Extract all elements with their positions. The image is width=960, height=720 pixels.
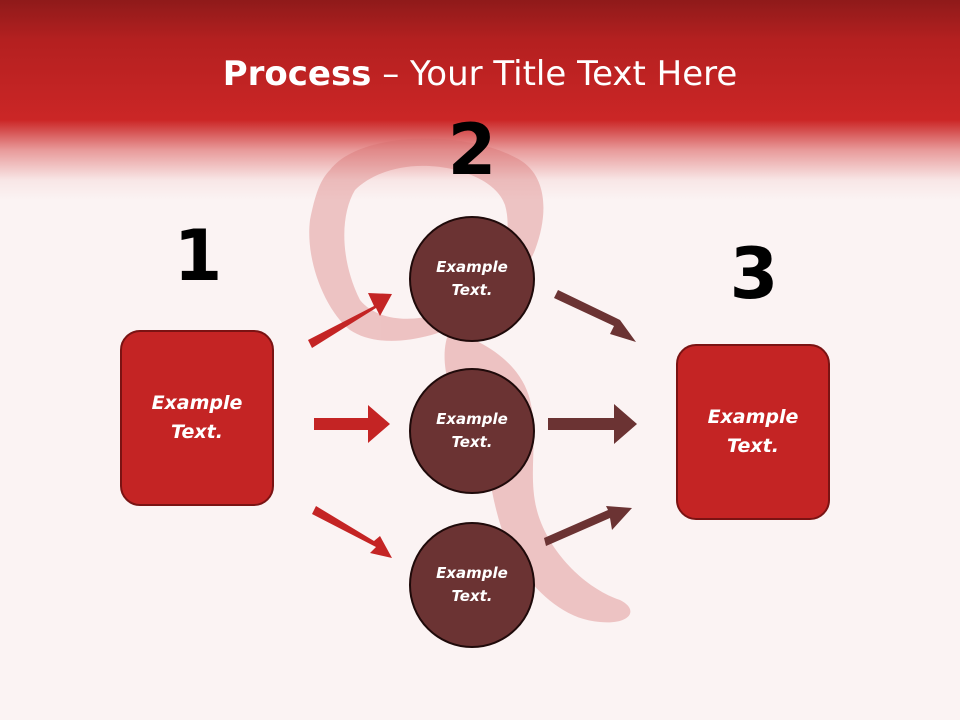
step-3-number: 3 [729, 233, 779, 315]
arrow-bottom-to-3 [544, 506, 632, 546]
arrow-1-to-middle [314, 405, 390, 443]
title-bold: Process [222, 54, 372, 94]
step-2-circle-top: Example Text. [409, 216, 535, 342]
step-2-circle-bottom: Example Text. [409, 522, 535, 648]
step-1-box: Example Text. [120, 330, 274, 506]
slide-title: Process – Your Title Text Here [0, 50, 960, 98]
arrow-top-to-3 [554, 290, 636, 342]
step-2-circle-middle: Example Text. [409, 368, 535, 494]
step-2-text-bottom: Example Text. [436, 564, 508, 605]
step-1-text: Example Text. [151, 392, 243, 443]
step-2-text-top: Example Text. [436, 258, 508, 299]
title-rest: – Your Title Text Here [371, 54, 738, 94]
step-1-number: 1 [173, 215, 223, 297]
arrow-1-to-bottom [312, 506, 392, 558]
title-banner [0, 0, 960, 200]
arrow-middle-to-3 [548, 404, 637, 444]
arrow-1-to-top [308, 293, 392, 348]
step-2-number: 2 [447, 109, 497, 191]
step-3-text: Example Text. [707, 406, 799, 457]
step-3-box: Example Text. [676, 344, 830, 520]
step-2-text-middle: Example Text. [436, 410, 508, 451]
